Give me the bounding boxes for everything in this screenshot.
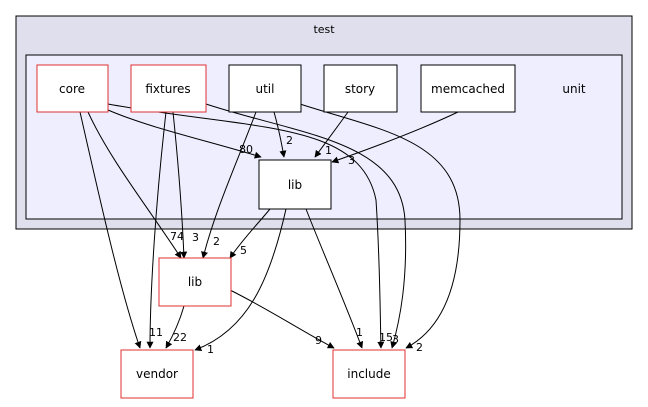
edge-test-lib-include bbox=[305, 208, 364, 349]
edge-label-core-include: 15 bbox=[379, 331, 393, 344]
edge-label-core-test-lib: 80 bbox=[239, 143, 253, 156]
edge-core-lib bbox=[87, 111, 182, 259]
edge-test-lib-vendor bbox=[194, 208, 287, 352]
edge-test-lib-lib bbox=[229, 208, 271, 259]
edge-memcached-test-lib bbox=[331, 111, 459, 164]
node-util[interactable]: util bbox=[228, 64, 302, 113]
edge-lib-vendor bbox=[165, 305, 185, 349]
edge-util-include bbox=[299, 103, 461, 349]
edge-label-story-test-lib: 1 bbox=[325, 144, 332, 157]
node-include-label: include bbox=[347, 367, 390, 381]
node-fixtures-label: fixtures bbox=[145, 82, 190, 96]
node-memcached-label: memcached bbox=[431, 82, 505, 96]
node-core-label: core bbox=[59, 82, 85, 96]
edge-util-lib bbox=[201, 111, 257, 259]
node-story-label: story bbox=[345, 82, 375, 96]
edge-label-util-test-lib: 2 bbox=[286, 134, 293, 147]
node-story[interactable]: story bbox=[323, 64, 398, 113]
node-test-lib[interactable]: lib bbox=[258, 159, 332, 210]
edge-label-memcached-test-lib: 3 bbox=[348, 154, 355, 167]
cluster-unit-label: unit bbox=[562, 82, 586, 96]
edge-label-fixtures-lib: 3 bbox=[192, 231, 199, 244]
node-vendor[interactable]: vendor bbox=[120, 349, 194, 399]
node-util-label: util bbox=[256, 82, 275, 96]
node-vendor-label: vendor bbox=[136, 367, 178, 381]
edges bbox=[79, 103, 461, 352]
edge-story-test-lib bbox=[314, 111, 349, 158]
edge-core-test-lib bbox=[107, 109, 262, 159]
node-test-lib-label: lib bbox=[288, 178, 302, 192]
node-core[interactable]: core bbox=[36, 64, 109, 113]
edge-label-fixtures-vendor: 11 bbox=[149, 326, 163, 339]
edge-label-lib-include: 9 bbox=[315, 334, 322, 347]
edge-label-lib-vendor: 22 bbox=[173, 331, 187, 344]
edge-util-test-lib bbox=[273, 111, 287, 158]
edge-label-core-lib: 74 bbox=[170, 230, 184, 243]
edge-lib-include bbox=[229, 289, 335, 349]
edge-core-include bbox=[107, 103, 385, 349]
edge-fixtures-include bbox=[205, 103, 407, 349]
edge-label-util-lib: 2 bbox=[213, 235, 220, 248]
node-include[interactable]: include bbox=[332, 349, 406, 399]
edge-labels: 80 2 1 3 74 3 2 5 11 22 1 9 1 15 3 2 bbox=[149, 134, 423, 356]
node-memcached[interactable]: memcached bbox=[420, 64, 516, 113]
node-lib[interactable]: lib bbox=[158, 257, 232, 307]
node-fixtures[interactable]: fixtures bbox=[130, 64, 207, 113]
cluster-test-label: test bbox=[313, 23, 335, 36]
edge-fixtures-vendor bbox=[146, 111, 167, 349]
edge-label-fixtures-include: 3 bbox=[392, 333, 399, 346]
edge-label-test-lib-include: 1 bbox=[356, 326, 363, 339]
edge-core-vendor bbox=[79, 111, 142, 349]
edge-label-util-include: 2 bbox=[416, 341, 423, 354]
edge-fixtures-lib bbox=[172, 111, 188, 259]
edge-label-test-lib-lib: 5 bbox=[240, 244, 247, 257]
edge-label-test-lib-vendor: 1 bbox=[207, 343, 214, 356]
node-lib-label: lib bbox=[188, 275, 202, 289]
